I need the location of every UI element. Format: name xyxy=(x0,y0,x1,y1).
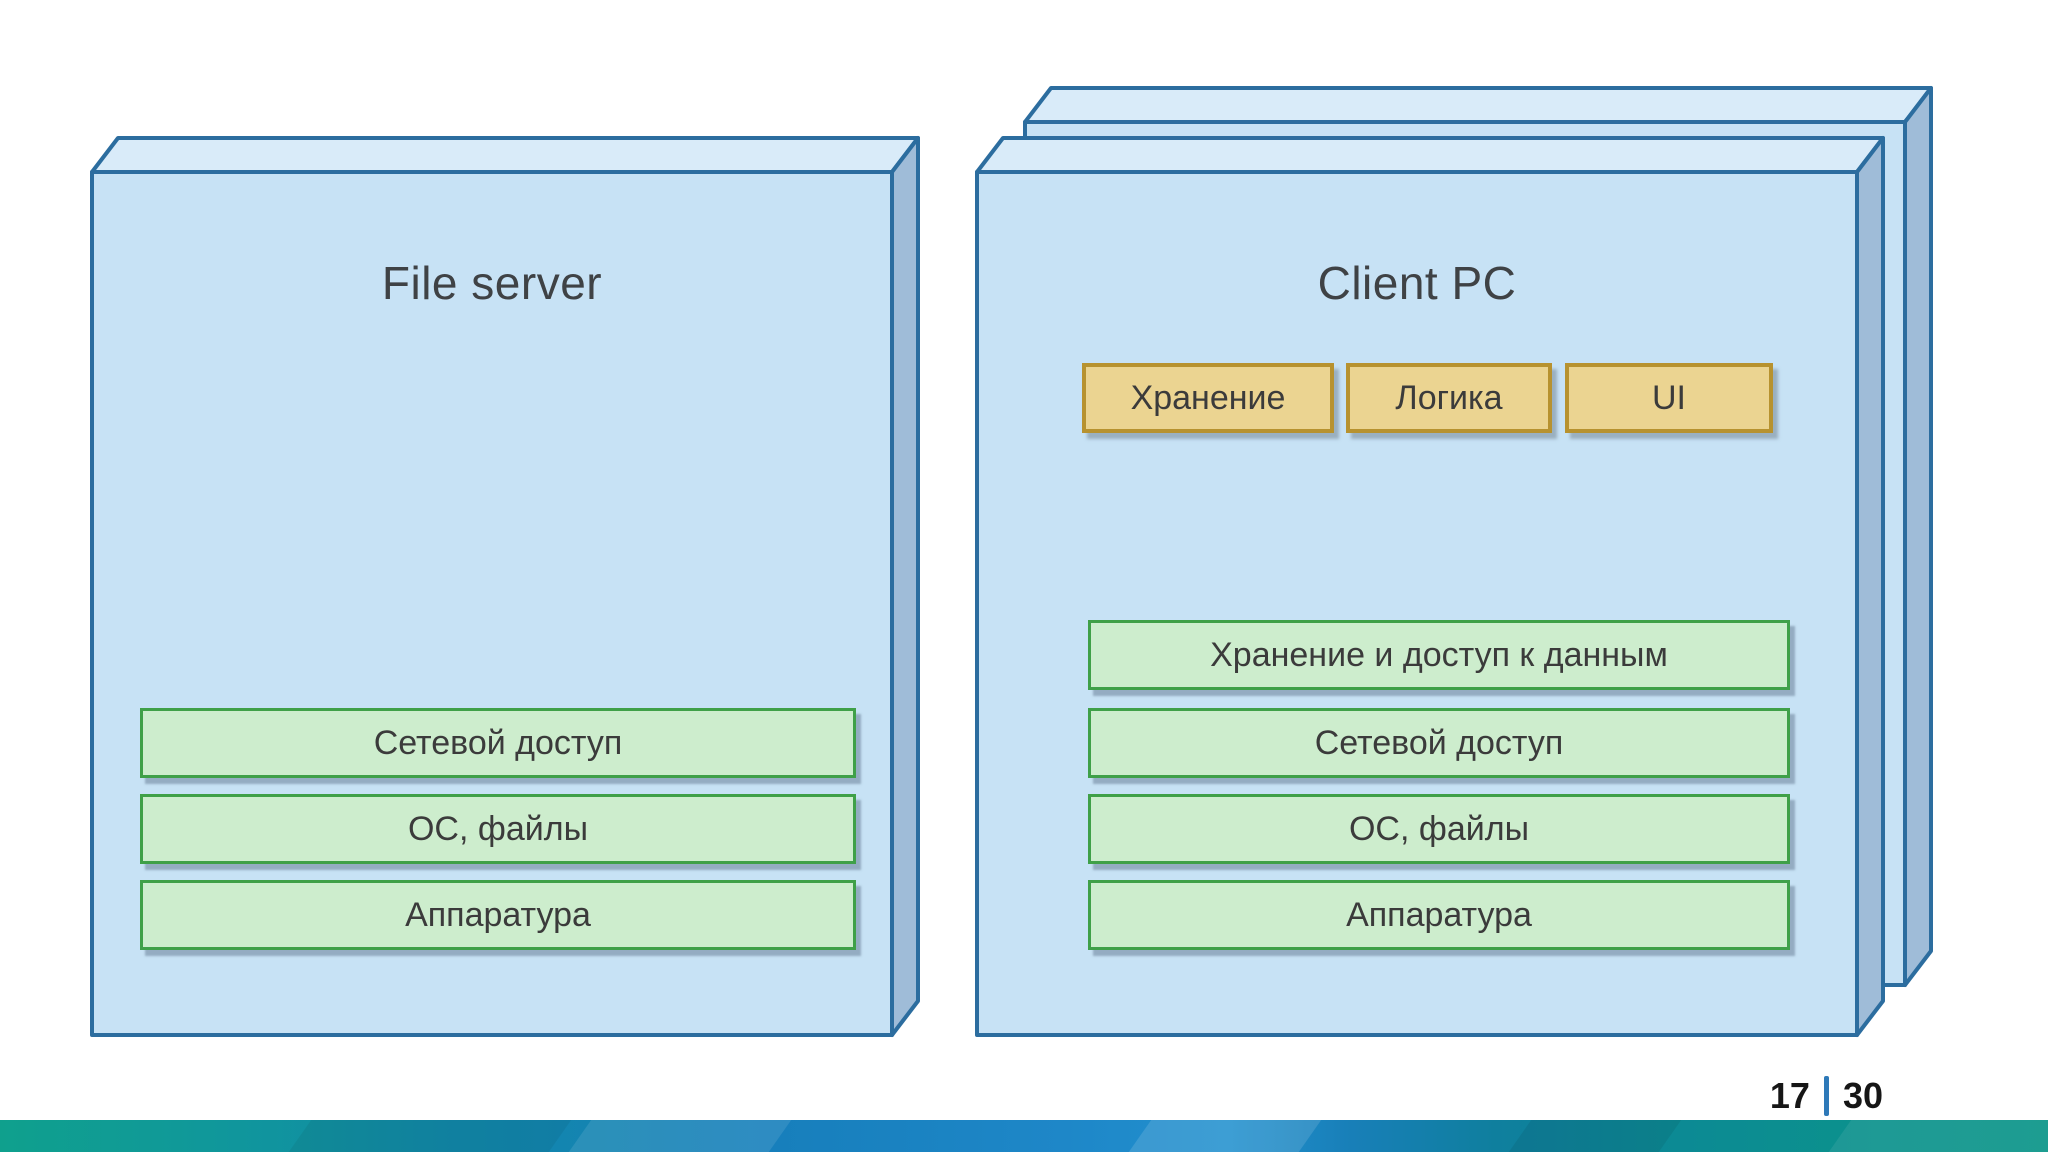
client-pc-back-slab-side xyxy=(1903,86,1933,987)
file-server-layer-hardware: Аппаратура xyxy=(140,880,856,950)
file-server-slab-side xyxy=(890,136,920,1037)
footer-bar-chevron xyxy=(1121,1120,1329,1152)
page-number-total: 30 xyxy=(1842,1075,1883,1116)
file-server-layer-os-files: ОС, файлы xyxy=(140,794,856,864)
component-box-ui: UI xyxy=(1565,363,1773,433)
client-pc-layer-data-access: Хранение и доступ к данным xyxy=(1088,620,1790,690)
client-pc-slab-top xyxy=(975,136,1885,174)
component-box-logic: Логика xyxy=(1346,363,1552,433)
client-pc-title: Client PC xyxy=(1317,257,1517,309)
footer-bar-chevron xyxy=(1501,1120,1689,1152)
footer-bar xyxy=(0,1120,2048,1152)
client-pc-layer-network: Сетевой доступ xyxy=(1088,708,1790,778)
file-server-title: File server xyxy=(381,257,603,309)
file-server-layer-network: Сетевой доступ xyxy=(140,708,856,778)
client-pc-layer-os-files: ОС, файлы xyxy=(1088,794,1790,864)
page-number-separator xyxy=(1823,1076,1829,1116)
client-pc-slab-side xyxy=(1855,136,1885,1037)
page-number-current: 17 xyxy=(1769,1075,1810,1116)
footer-bar-chevron xyxy=(281,1120,579,1152)
client-pc-layer-hardware: Аппаратура xyxy=(1088,880,1790,950)
footer-bar-chevron xyxy=(1821,1120,2048,1152)
component-box-storage: Хранение xyxy=(1082,363,1334,433)
client-pc-back-slab-top xyxy=(1023,86,1933,124)
page-number: 17 30 xyxy=(1770,1076,1883,1116)
file-server-slab-top xyxy=(90,136,920,174)
footer-bar-chevron xyxy=(561,1120,799,1152)
